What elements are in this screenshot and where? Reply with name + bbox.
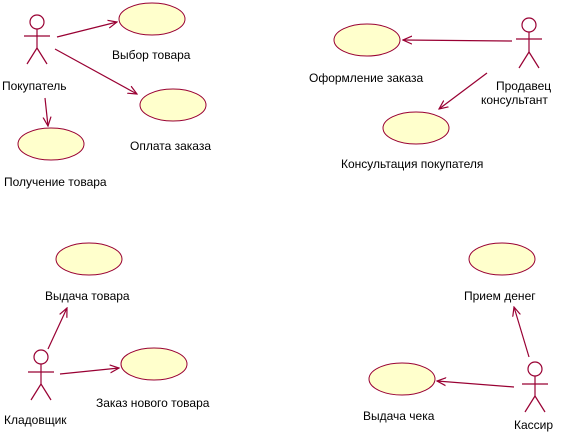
svg-text:Выдача товара: Выдача товара xyxy=(45,289,130,303)
arrow-buyer-pay-order xyxy=(54,48,137,94)
arrow-buyer-receive-goods xyxy=(45,97,48,126)
actor-label-cashier: Кассир xyxy=(514,418,553,432)
arrow-seller-consult-buyer xyxy=(439,72,488,109)
arrow-storekeeper-issue-goods xyxy=(47,308,67,350)
actor-head-icon xyxy=(29,14,45,30)
usecase-receive-goods: Получение товара xyxy=(4,127,107,189)
usecase-select-goods: Выбор товара xyxy=(112,2,191,62)
svg-text:Консультация покупателя: Консультация покупателя xyxy=(341,157,483,171)
svg-text:Заказ нового товара: Заказ нового товара xyxy=(96,396,210,410)
actor-head-icon xyxy=(527,361,543,377)
svg-text:Оплата заказа: Оплата заказа xyxy=(130,139,211,153)
actor-label-storekeeper: Кладовщик xyxy=(4,413,67,427)
svg-text:Оформление заказа: Оформление заказа xyxy=(309,71,424,85)
actor-storekeeper: Кладовщик xyxy=(4,349,67,427)
actor-seller: Продавец консультант xyxy=(481,17,551,107)
arrow-buyer-select-goods xyxy=(56,22,117,38)
usecase-pay-order: Оплата заказа xyxy=(130,88,211,153)
actor-label-buyer: Покупатель xyxy=(2,79,66,93)
actor-buyer: Покупатель xyxy=(2,14,66,93)
usecase-make-order: Оформление заказа xyxy=(309,23,424,85)
arrow-seller-make-order xyxy=(403,40,513,41)
arrow-cashier-receive-money xyxy=(514,307,530,358)
usecase-consult-buyer: Консультация покупателя xyxy=(341,111,483,171)
actor-label-seller-line1: Продавец xyxy=(496,79,551,93)
svg-text:Выбор товара: Выбор товара xyxy=(112,48,191,62)
usecase-receive-money: Прием денег xyxy=(464,242,536,303)
svg-text:Прием денег: Прием денег xyxy=(464,289,536,303)
arrow-cashier-issue-receipt xyxy=(437,381,515,388)
usecase-order-new-goods: Заказ нового товара xyxy=(96,347,210,410)
arrow-storekeeper-order-new-goods xyxy=(59,368,119,375)
usecase-issue-goods: Выдача товара xyxy=(45,242,130,303)
svg-text:Получение товара: Получение товара xyxy=(4,175,107,189)
actor-head-icon xyxy=(521,17,537,33)
actor-cashier: Кассир xyxy=(514,361,553,432)
usecase-issue-receipt: Выдача чека xyxy=(363,362,436,423)
actor-head-icon xyxy=(33,349,49,365)
actor-label-seller-line2: консультант xyxy=(481,93,548,107)
svg-text:Выдача чека: Выдача чека xyxy=(363,409,435,423)
